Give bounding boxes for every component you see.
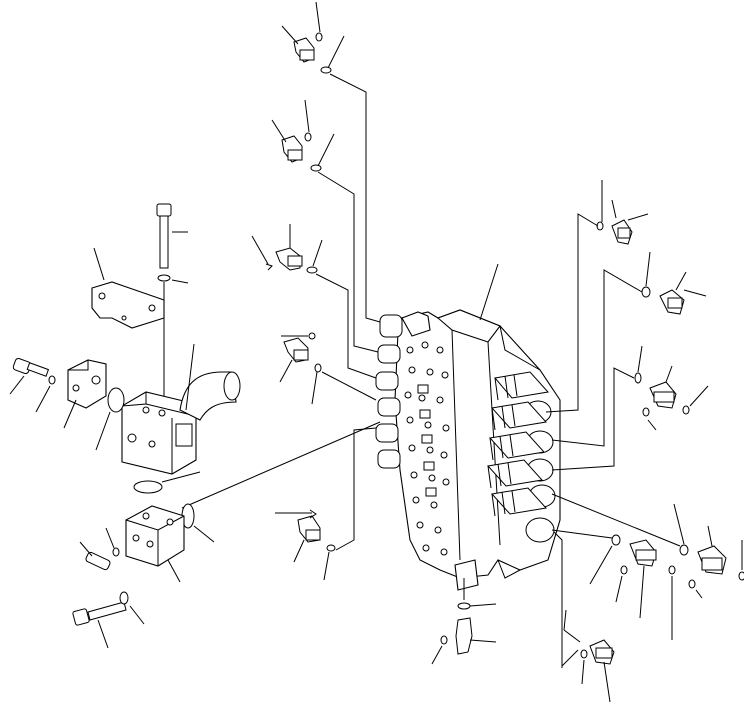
- elbow-fitting-2: [272, 100, 334, 171]
- right-fitting-5: [590, 535, 675, 640]
- leader-lines-left: [182, 74, 380, 550]
- right-fitting-2: [642, 252, 706, 314]
- elbow-fitting-4: [280, 333, 321, 404]
- port-block-assembly: [122, 344, 240, 474]
- right-fitting-4: [674, 504, 744, 598]
- long-bolt-top: [157, 204, 188, 283]
- bracket-plate: [92, 248, 164, 328]
- elbow-fitting-5: [275, 510, 335, 580]
- o-ring-gasket: [134, 472, 214, 542]
- bolt-small-left: [10, 358, 55, 412]
- left-spool-caps: [376, 315, 402, 468]
- o-ring-left: [96, 388, 124, 450]
- flange-plate-left: [64, 360, 106, 428]
- valve-body-leader: [480, 264, 498, 320]
- front-face-holes: [405, 342, 449, 555]
- elbow-fitting-1: [282, 2, 344, 73]
- right-fitting-3: [635, 346, 708, 430]
- right-fitting-1-leader: [612, 200, 616, 218]
- leader-lines-right: [546, 214, 680, 668]
- small-fitting-lower-left: [80, 528, 119, 571]
- lower-port-block: [126, 506, 184, 582]
- long-bolt-bottom: [72, 592, 144, 648]
- solenoid-valve-stack: [488, 372, 555, 542]
- right-fitting-6: [562, 610, 614, 702]
- bottom-fitting: [432, 578, 496, 664]
- right-fitting-1: [597, 180, 648, 244]
- elbow-fitting-3: [252, 224, 322, 273]
